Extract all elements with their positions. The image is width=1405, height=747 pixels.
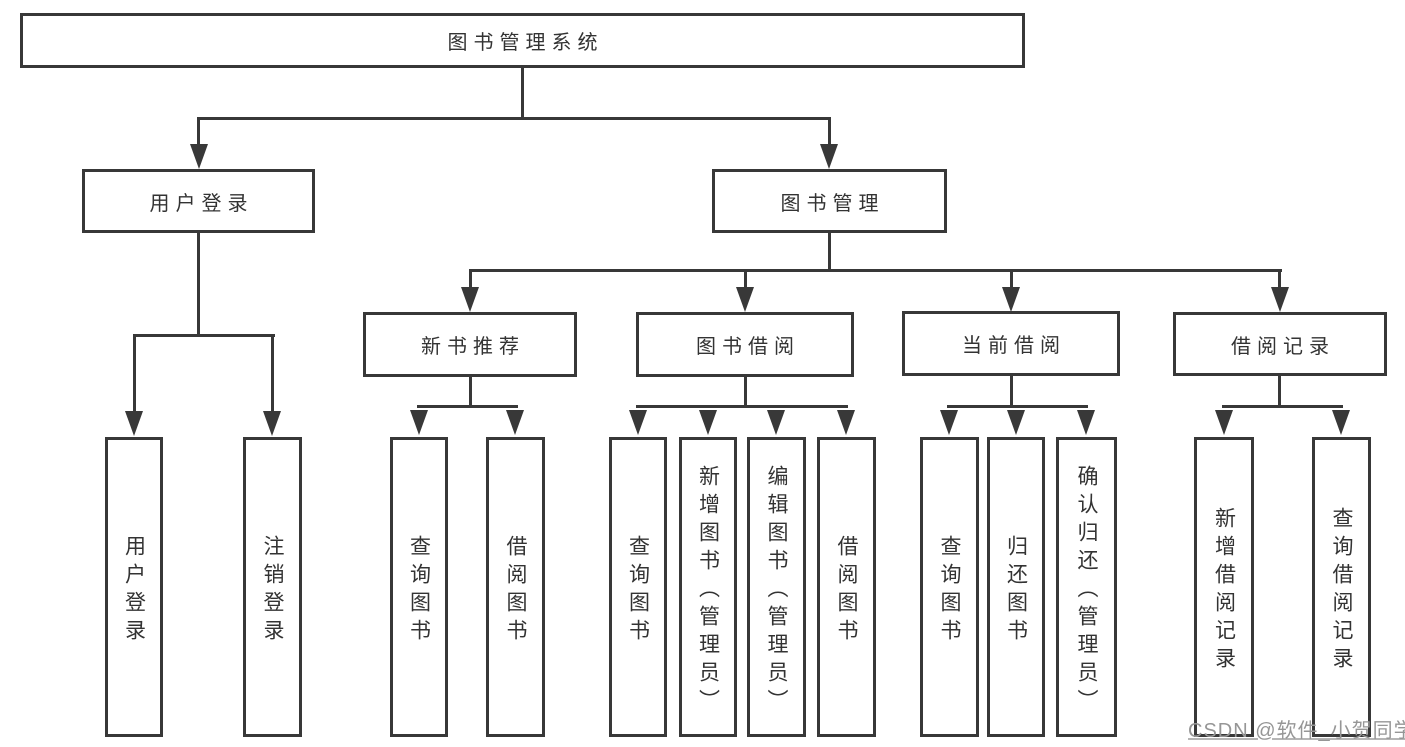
node-new-book-rec: 新书推荐 [363,312,577,377]
leaf-return-books: 归还图书 [987,437,1045,737]
node-user-login-label: 用户登录 [149,192,254,215]
csdn-watermark: CSDN @软件_小贺同学 [1188,720,1405,742]
leaf-add-books-admin: 新增图书（管理员） [679,437,737,737]
node-root: 图书管理系统 [20,13,1025,68]
node-borrow-records-label: 借阅记录 [1231,335,1335,358]
leaf-add-borrow-record-label: 新增借阅记录 [1212,506,1236,675]
connector-book-mgmt-down [828,231,831,271]
connector-book-borrow-down [744,375,747,407]
connector-new-book-stub [469,271,472,289]
node-book-mgmt: 图书管理 [712,169,947,233]
leaf-user-login: 用户登录 [105,437,163,737]
leaf-add-borrow-record: 新增借阅记录 [1194,437,1254,737]
arrowhead-leaf-edit-books [767,410,785,435]
connector-user-login-stub [197,119,200,147]
connector-book-borrow-stub [744,271,747,289]
leaf-query-books-newrec-label: 查询图书 [407,534,431,647]
arrowhead-borrow-records [1271,287,1289,312]
node-book-borrow-label: 图书借阅 [696,336,800,358]
leaf-edit-books-admin: 编辑图书（管理员） [747,437,806,737]
connector-current-borrow-children-hline [947,405,1088,408]
arrowhead-leaf-confirm-return [1077,410,1095,435]
node-current-borrow: 当前借阅 [902,311,1120,376]
leaf-query-books-borrow: 查询图书 [609,437,667,737]
leaf-edit-books-admin-label: 编辑图书（管理员） [765,464,788,717]
node-user-login: 用户登录 [82,169,315,233]
connector-new-book-down [469,375,472,407]
arrowhead-current-borrow [1002,287,1020,312]
connector-borrow-records-down [1278,375,1281,407]
leaf-borrow-books-newrec: 借阅图书 [486,437,545,737]
leaf-query-borrow-record: 查询借阅记录 [1312,437,1371,737]
connector-user-login-children-hline [133,334,275,337]
connector-current-borrow-down [1010,375,1013,407]
node-new-book-rec-label: 新书推荐 [421,336,525,358]
leaf-logout-label: 注销登录 [261,534,284,647]
arrowhead-new-book [461,287,479,312]
arrowhead-leaf-query-record [1332,410,1350,435]
leaf-confirm-return-admin-label: 确认归还（管理员） [1075,464,1098,717]
arrowhead-book-mgmt [820,144,838,169]
node-current-borrow-label: 当前借阅 [962,335,1066,357]
leaf-borrow-books-borrow-label: 借阅图书 [835,534,858,647]
arrowhead-leaf-add-books [699,410,717,435]
connector-user-login-down [197,231,200,336]
leaf-borrow-books-newrec-label: 借阅图书 [504,534,527,647]
node-borrow-records: 借阅记录 [1173,312,1387,376]
leaf-query-books-newrec: 查询图书 [390,437,448,737]
connector-root-vline [521,66,524,119]
leaf-query-books-borrow-label: 查询图书 [626,534,650,647]
connector-new-book-children-hline [417,405,518,408]
connector-current-borrow-stub [1010,271,1013,289]
connector-level1-hline [197,117,831,120]
connector-book-mgmt-stub [828,119,831,147]
arrowhead-leaf-logout [263,411,281,436]
arrowhead-user-login [190,144,208,169]
connector-level2-hline [469,269,1282,272]
leaf-query-books-current-label: 查询图书 [938,534,961,647]
connector-leaf-logout-stub [271,336,274,412]
arrowhead-leaf-query-books-c [629,410,647,435]
leaf-borrow-books-borrow: 借阅图书 [817,437,876,737]
connector-borrow-records-children-hline [1222,405,1343,408]
node-book-borrow: 图书借阅 [636,312,854,377]
arrowhead-leaf-borrow-books-b [506,410,524,435]
arrowhead-leaf-query-books-b [410,410,428,435]
connector-book-borrow-children-hline [636,405,848,408]
arrowhead-leaf-query-books-d [940,410,958,435]
arrowhead-leaf-add-record [1215,410,1233,435]
arrowhead-leaf-borrow-books-c [837,410,855,435]
node-book-mgmt-label: 图书管理 [780,192,885,215]
leaf-confirm-return-admin: 确认归还（管理员） [1056,437,1117,737]
arrowhead-leaf-return-books [1007,410,1025,435]
leaf-logout: 注销登录 [243,437,302,737]
leaf-query-books-current: 查询图书 [920,437,979,737]
arrowhead-book-borrow [736,287,754,312]
leaf-add-books-admin-label: 新增图书（管理员） [696,464,720,717]
node-root-label: 图书管理系统 [447,32,604,54]
connector-leaf-login-stub [133,336,136,412]
leaf-user-login-label: 用户登录 [122,534,146,647]
leaf-return-books-label: 归还图书 [1004,534,1028,647]
leaf-query-borrow-record-label: 查询借阅记录 [1330,506,1353,675]
arrowhead-leaf-login [125,411,143,436]
connector-borrow-records-stub [1278,271,1281,289]
